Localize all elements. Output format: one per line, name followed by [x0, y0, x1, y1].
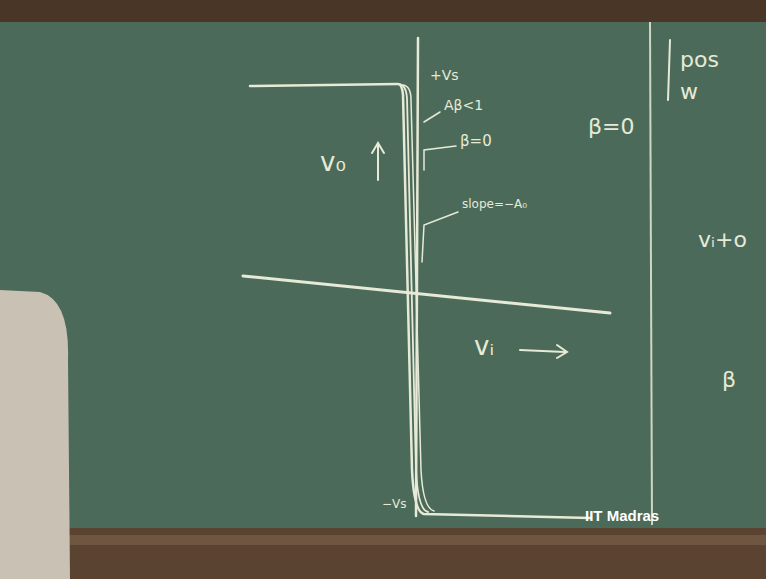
- watermark: IIT Madras: [585, 508, 659, 525]
- note-label: β: [722, 368, 736, 392]
- lecturer-silhouette: [0, 290, 70, 579]
- arrow-head: [557, 345, 567, 358]
- axis-label: vᵢ: [474, 332, 494, 361]
- note-label: vᵢ+o: [698, 228, 747, 252]
- callout-label: slope=−A₀: [462, 198, 527, 211]
- transfer-curve: [250, 84, 590, 518]
- x-axis: [243, 276, 610, 313]
- axis-label: v₀: [320, 148, 346, 177]
- chalk-lines: [243, 38, 670, 518]
- leader-line: [424, 112, 440, 122]
- board-divider: [650, 22, 652, 525]
- board-frame-top: [0, 0, 766, 22]
- note-label: β=0: [588, 115, 634, 139]
- rail-label: −Vs: [382, 498, 407, 511]
- leader-line: [422, 212, 458, 262]
- chalk-tray-edge: [0, 535, 766, 545]
- arrow-up: [377, 145, 379, 180]
- chalk-tray: [0, 528, 766, 579]
- rail-label: +Vs: [430, 68, 459, 83]
- note-label: w: [680, 80, 698, 104]
- leader-line: [424, 146, 456, 170]
- arrow-head: [372, 143, 384, 153]
- callout-label: β=0: [460, 133, 492, 150]
- note-label: pos: [680, 48, 719, 72]
- arrow-right: [520, 350, 565, 352]
- chalk-stroke: [668, 40, 670, 100]
- callout-label: Aβ<1: [444, 98, 483, 113]
